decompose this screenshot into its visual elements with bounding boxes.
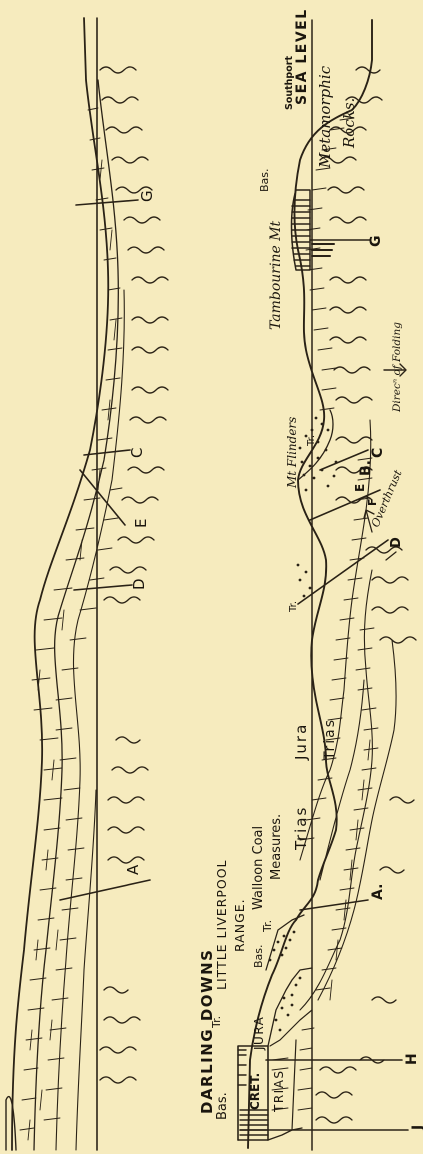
dyke-g [312, 244, 334, 256]
upper-fault-g [76, 200, 138, 205]
upper-fault-a [60, 880, 150, 900]
lower-annotations: Overthrust Direcⁿ of Folding [369, 322, 405, 529]
label-rocks: Rocks. [340, 98, 358, 149]
upper-stratum-line-2 [56, 290, 124, 1150]
label-trias-1: Trias [292, 806, 310, 851]
upper-section: A D E C G [6, 18, 168, 1150]
upper-label-c: C [128, 448, 146, 458]
lower-metamorphic-squiggles [316, 67, 416, 1123]
label-sea-level: SEA LEVEL [294, 8, 310, 105]
label-walloon-1: Walloon Coal [251, 826, 266, 910]
label-tr-left: Tr. [210, 1016, 223, 1029]
label-tambourine-mt: Tambourine Mt [268, 220, 284, 330]
label-walloon-2: Measures. [269, 814, 284, 880]
upper-basalt-cap [6, 1097, 16, 1150]
label-little-liverpool-1: LITTLE LIVERPOOL [214, 859, 229, 990]
label-jura-left: JURA [252, 1016, 266, 1051]
upper-top-surface [12, 18, 108, 1150]
upper-fault-c [84, 450, 130, 455]
label-point-h: H [404, 1053, 420, 1065]
overthrust-tick [386, 552, 396, 560]
jura-top-line [270, 1010, 312, 1046]
label-trias-left: TRIAS [272, 1069, 286, 1113]
label-metamorphic: Metamorphic [316, 65, 334, 169]
label-point-b: B. [358, 460, 374, 476]
upper-stratum-line-3 [76, 790, 96, 1150]
label-direction-of-folding: Direcⁿ of Folding [391, 322, 403, 413]
upper-label-a: A [124, 864, 142, 875]
upper-label-e: E [132, 519, 150, 528]
label-point-c: C [370, 448, 386, 458]
label-jura-1: Jura [292, 723, 310, 761]
label-cret: CRET. [248, 1073, 262, 1110]
label-bas-mid: Bas. [252, 944, 265, 968]
upper-fault-d [74, 585, 132, 590]
label-point-j: J [410, 1125, 423, 1131]
label-point-e: E [353, 484, 367, 492]
upper-label-g: G [138, 190, 156, 202]
label-tr-low: Tr. [288, 601, 299, 613]
upper-label-d: D [130, 578, 148, 590]
label-tr-flinders: Tr. [306, 435, 317, 447]
trias-jura-divider [292, 1040, 296, 1130]
lower-brick-pattern [272, 118, 378, 1110]
label-point-g: G [368, 236, 384, 248]
tertiary-little-liverpool-outline [268, 968, 312, 1046]
upper-metamorphic-squiggles [100, 67, 168, 1083]
lower-section: DARLING DOWNS LITTLE LIVERPOOL RANGE. Wa… [198, 8, 423, 1150]
label-point-a: A. [370, 884, 386, 900]
upper-fault-lines [60, 200, 150, 900]
label-point-d: D [389, 537, 404, 548]
upper-fault-e [80, 470, 125, 525]
label-trias-lower: Trias [322, 718, 338, 761]
label-tr-mid: Tr. [261, 920, 274, 933]
label-little-liverpool-2: RANGE. [232, 898, 247, 952]
label-mt-flinders: Mt Flinders [285, 417, 299, 489]
label-bas-tambourine: Bas. [258, 168, 271, 192]
label-bas-left: Bas. [215, 1092, 230, 1120]
label-overthrust: Overthrust [369, 467, 405, 529]
